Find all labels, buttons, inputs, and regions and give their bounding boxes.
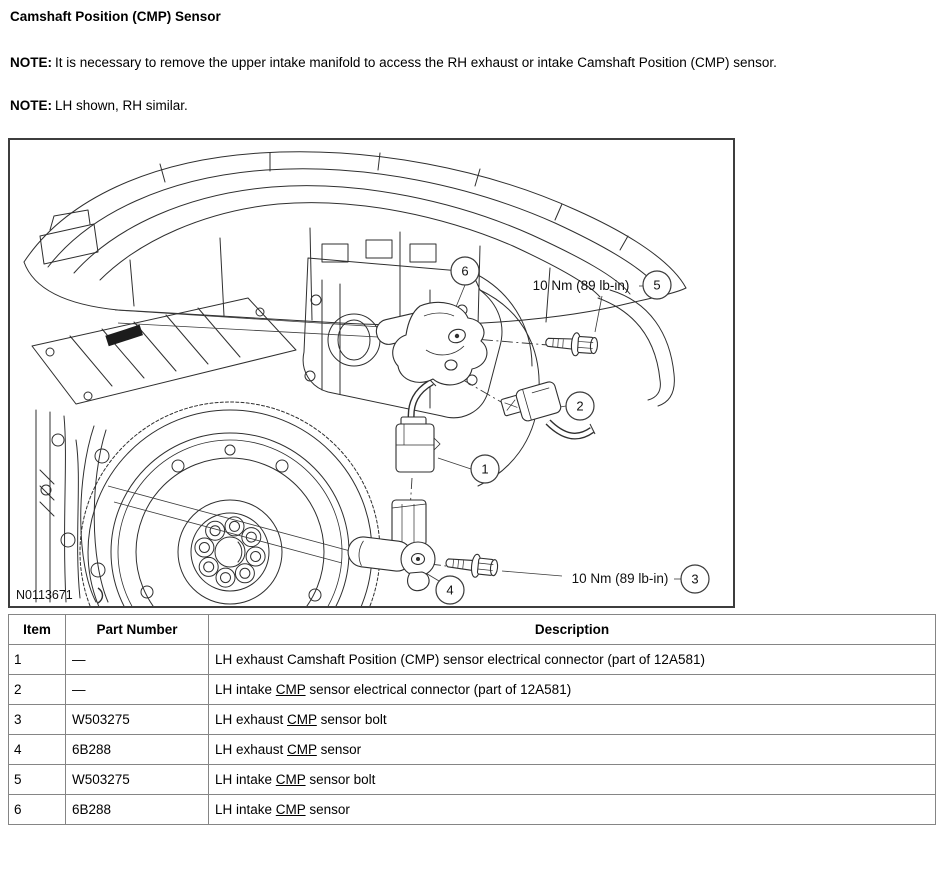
svg-text:2: 2	[576, 399, 583, 414]
description-cell: LH intake CMP sensor electrical connecto…	[208, 674, 936, 705]
leader-lines	[107, 284, 681, 582]
figure-svg: 10 Nm (89 lb-in) 10 Nm (89 lb-in) 6 5 2 …	[16, 151, 710, 606]
col-header-description: Description	[208, 614, 936, 645]
part-number-cell: —	[65, 674, 209, 705]
callout-4: 4	[435, 575, 465, 605]
page-title: Camshaft Position (CMP) Sensor	[10, 9, 221, 24]
callout-3: 3	[680, 564, 710, 594]
svg-text:3: 3	[691, 572, 698, 587]
col-header-part-number: Part Number	[65, 614, 209, 645]
item-cell: 6	[8, 794, 66, 825]
description-cell: LH exhaust CMP sensor	[208, 734, 936, 765]
callout-6: 6	[450, 256, 480, 286]
parts-table-body: 1— LH exhaust Camshaft Position (CMP) sen…	[8, 644, 936, 825]
figure-number-mark	[97, 587, 104, 604]
description-cell: LH intake CMP sensor bolt	[208, 764, 936, 795]
item-cell: 2	[8, 674, 66, 705]
note-label: NOTE:	[10, 55, 52, 70]
cmp-link[interactable]: CMP	[275, 772, 306, 787]
cmp-link[interactable]: CMP	[287, 742, 317, 757]
cmp-sensor-6	[375, 301, 488, 386]
description-text: LH intake	[215, 802, 276, 817]
cmp-link[interactable]: CMP	[287, 712, 317, 727]
connector-2-wire	[545, 419, 596, 440]
torque-label-3: 10 Nm (89 lb-in)	[572, 571, 669, 586]
cmp-link[interactable]: CMP	[275, 682, 306, 697]
bolt-5	[545, 332, 599, 357]
note-text: It is necessary to remove the upper inta…	[55, 55, 777, 70]
svg-text:6: 6	[461, 264, 468, 279]
part-number-cell: W503275	[65, 704, 209, 735]
cmp-link[interactable]: CMP	[275, 802, 306, 817]
svg-text:4: 4	[446, 583, 453, 598]
note-text: LH shown, RH similar.	[55, 98, 188, 113]
table-header-row: Item Part Number Description	[8, 614, 936, 645]
description-text: LH intake	[215, 772, 276, 787]
note-1: NOTE:It is necessary to remove the upper…	[10, 55, 941, 71]
part-number-cell: —	[65, 644, 209, 675]
svg-text:1: 1	[481, 462, 488, 477]
description-text: LH intake	[215, 682, 276, 697]
figure-number: N0113671	[16, 588, 73, 602]
page: Camshaft Position (CMP) Sensor NOTE:It i…	[0, 9, 941, 893]
cmp-sensor-4	[347, 499, 436, 592]
description-text: LH exhaust	[215, 712, 288, 727]
description-text: LH exhaust	[215, 742, 288, 757]
description-text: sensor electrical connector (part of 12A…	[305, 682, 572, 697]
parts-table: Item Part Number Description 1—LH exhaus…	[8, 614, 936, 825]
item-cell: 1	[8, 644, 66, 675]
table-row: 2—LH intake CMP sensor electrical connec…	[8, 674, 936, 705]
part-number-cell: 6B288	[65, 734, 209, 765]
description-cell: LH exhaust CMP sensor bolt	[208, 704, 936, 735]
description-text: sensor	[316, 742, 362, 757]
item-cell: 3	[8, 704, 66, 735]
description-text: sensor	[305, 802, 350, 817]
description-cell: LH intake CMP sensor	[208, 794, 936, 825]
engine-illustration	[23, 151, 687, 606]
description-cell: LH exhaust Camshaft Position (CMP) senso…	[208, 644, 936, 675]
callout-1: 1	[470, 454, 500, 484]
figure-frame: 10 Nm (89 lb-in) 10 Nm (89 lb-in) 6 5 2 …	[8, 138, 735, 608]
description-text: sensor bolt	[316, 712, 387, 727]
callout-2: 2	[565, 391, 595, 421]
item-cell: 4	[8, 734, 66, 765]
callout-5: 5	[642, 270, 672, 300]
item-cell: 5	[8, 764, 66, 795]
col-header-item: Item	[8, 614, 66, 645]
part-number-cell: 6B288	[65, 794, 209, 825]
note-label: NOTE:	[10, 98, 52, 113]
note-2: NOTE:LH shown, RH similar.	[10, 98, 941, 114]
description-text: sensor bolt	[305, 772, 376, 787]
connector-1	[395, 416, 441, 473]
torque-label-5: 10 Nm (89 lb-in)	[533, 278, 630, 293]
part-number-cell: W503275	[65, 764, 209, 795]
connector-2	[500, 381, 562, 422]
description-text: LH exhaust Camshaft Position (CMP) senso…	[215, 652, 705, 667]
svg-text:5: 5	[653, 278, 660, 293]
bolt-3	[445, 553, 499, 578]
table-row: 1— LH exhaust Camshaft Position (CMP) sen…	[8, 644, 936, 675]
